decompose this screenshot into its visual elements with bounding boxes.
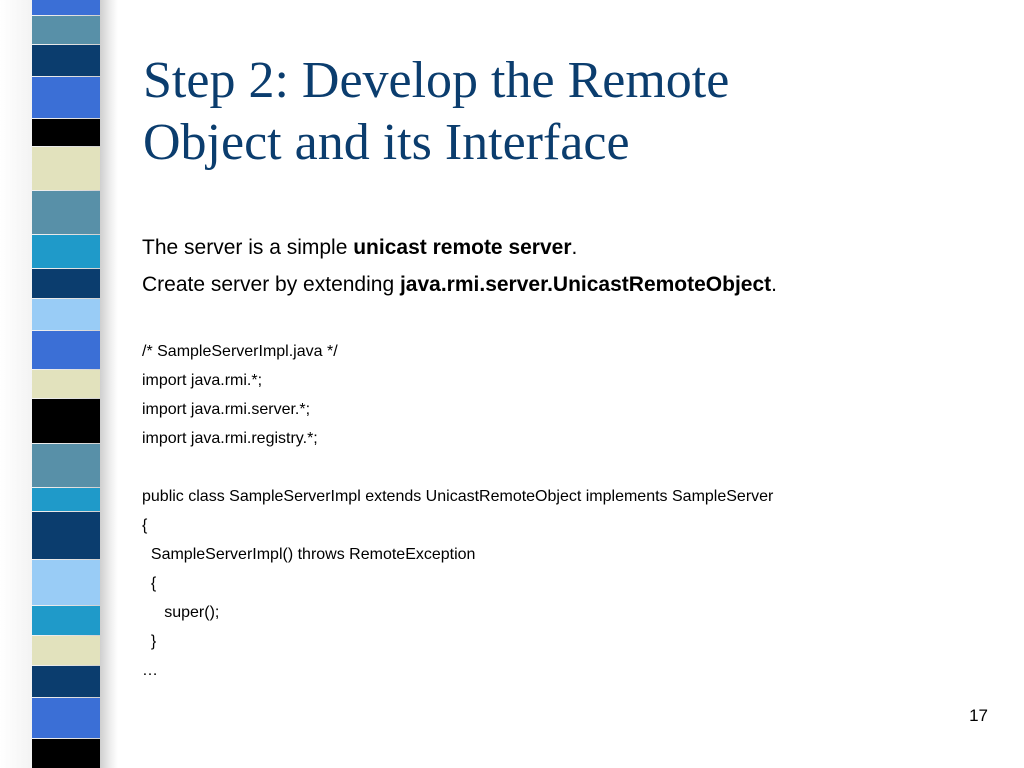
code-listing: /* SampleServerImpl.java */ import java.… (142, 337, 1002, 685)
intro-text-plain: The server is a simple (142, 236, 354, 259)
strip-block (32, 0, 100, 15)
strip-block (32, 666, 100, 697)
intro-text-end: . (571, 236, 578, 259)
code-line (142, 453, 1002, 482)
intro-text-end: . (771, 273, 777, 296)
code-line: import java.rmi.*; (142, 372, 263, 389)
intro-text: The server is a simple unicast remote se… (142, 229, 1002, 303)
intro-text-plain: Create server by extending (142, 273, 400, 296)
code-line: … (142, 662, 158, 679)
strip-block (32, 512, 100, 559)
strip-block (32, 16, 100, 44)
strip-block (32, 399, 100, 443)
strip-block (32, 299, 100, 330)
decorative-strip (32, 0, 100, 768)
strip-block (32, 45, 100, 76)
strip-block (32, 698, 100, 738)
code-line: import java.rmi.server.*; (142, 401, 311, 418)
strip-block (32, 235, 100, 268)
strip-block (32, 488, 100, 511)
intro-text-bold: unicast remote server (353, 236, 572, 259)
strip-block (32, 147, 100, 190)
strip-block (32, 77, 100, 118)
strip-block (32, 739, 100, 768)
strip-block (32, 370, 100, 398)
strip-block (32, 119, 100, 146)
title-line-2: Object and its Interface (143, 114, 630, 171)
intro-line: Create server by extending java.rmi.serv… (142, 266, 1002, 303)
strip-block (32, 331, 100, 369)
title-line-1: Step 2: Develop the Remote (143, 52, 730, 109)
intro-line: The server is a simple unicast remote se… (142, 229, 1002, 266)
strip-block (32, 269, 100, 298)
code-line: { (142, 575, 157, 592)
code-line: { (142, 517, 148, 534)
code-line: import java.rmi.registry.*; (142, 430, 318, 447)
strip-block (32, 636, 100, 665)
intro-text-bold: java.rmi.server.UnicastRemoteObject (399, 273, 772, 296)
slide-title: Step 2: Develop the Remote Object and it… (143, 50, 1003, 174)
code-line: /* SampleServerImpl.java */ (142, 343, 338, 360)
code-line: } (142, 633, 157, 650)
code-line: super(); (142, 604, 220, 621)
strip-block (32, 606, 100, 635)
code-line: SampleServerImpl() throws RemoteExceptio… (142, 546, 476, 563)
strip-block (32, 560, 100, 605)
page-number: 17 (969, 706, 988, 725)
strip-block (32, 444, 100, 487)
code-line: public class SampleServerImpl extends Un… (142, 488, 774, 505)
strip-block (32, 191, 100, 234)
